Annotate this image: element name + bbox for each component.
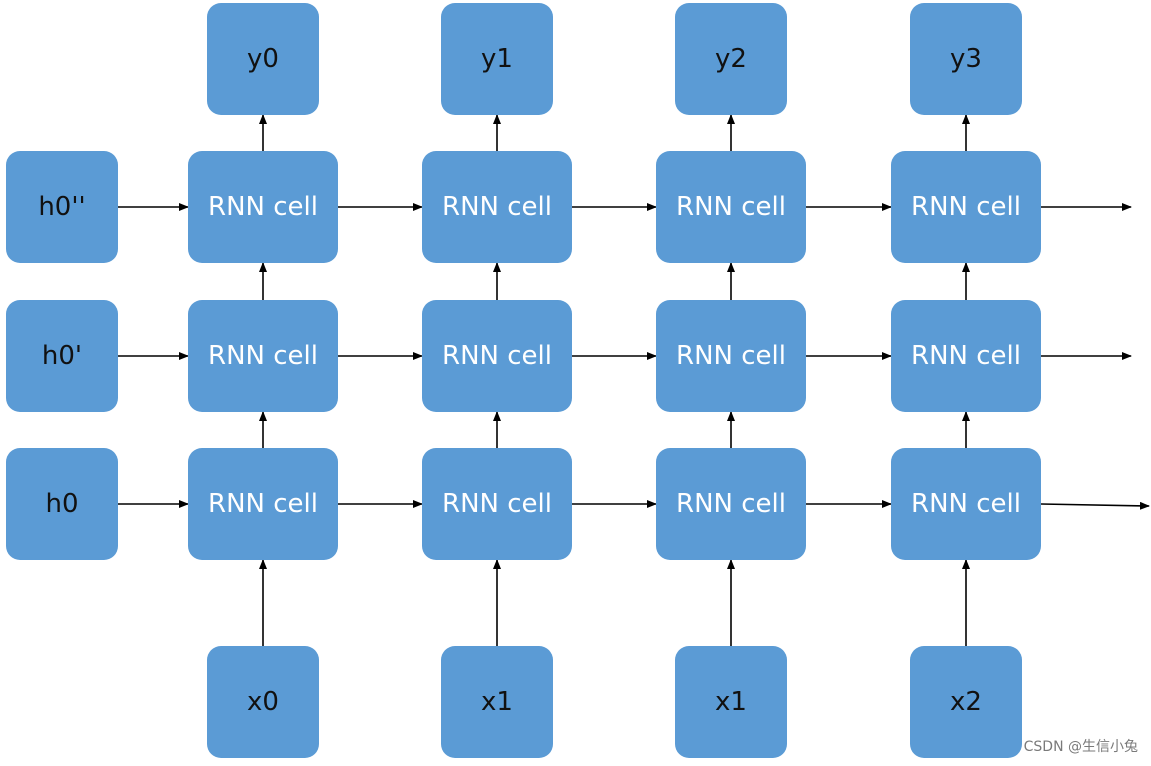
watermark: CSDN @生信小兔 xyxy=(1023,739,1138,755)
rnn-cell-l2-t0: RNN cell xyxy=(188,151,338,263)
rnn-cell-l0-t0-label: RNN cell xyxy=(208,489,318,519)
rnn-cell-l2-t1-label: RNN cell xyxy=(442,192,552,222)
initial-state-2-label: h0'' xyxy=(38,192,85,222)
rnn-cell-l0-t1-label: RNN cell xyxy=(442,489,552,519)
input-0: x0 xyxy=(207,646,319,758)
output-1-label: y1 xyxy=(481,44,513,74)
output-2-label: y2 xyxy=(715,44,747,74)
rnn-cell-l0-t1: RNN cell xyxy=(422,448,572,560)
initial-state-0: h0 xyxy=(6,448,118,560)
initial-state-1-label: h0' xyxy=(42,341,82,371)
rnn-cell-l1-t3-label: RNN cell xyxy=(911,341,1021,371)
input-3: x2 xyxy=(910,646,1022,758)
output-3: y3 xyxy=(910,3,1022,115)
rnn-cell-l0-t2-label: RNN cell xyxy=(676,489,786,519)
rnn-cell-l1-t2-label: RNN cell xyxy=(676,341,786,371)
initial-state-1: h0' xyxy=(6,300,118,412)
rnn-cell-l2-t2-label: RNN cell xyxy=(676,192,786,222)
initial-state-0-label: h0 xyxy=(45,489,78,519)
rnn-cell-l2-t3-label: RNN cell xyxy=(911,192,1021,222)
rnn-cell-l0-t3: RNN cell xyxy=(891,448,1041,560)
rnn-cell-l1-t2: RNN cell xyxy=(656,300,806,412)
input-3-label: x2 xyxy=(950,687,982,717)
output-1: y1 xyxy=(441,3,553,115)
input-1: x1 xyxy=(441,646,553,758)
rnn-cell-l2-t0-label: RNN cell xyxy=(208,192,318,222)
arrow-h-out-l0 xyxy=(1040,501,1150,510)
output-2: y2 xyxy=(675,3,787,115)
rnn-cell-l2-t1: RNN cell xyxy=(422,151,572,263)
output-0: y0 xyxy=(207,3,319,115)
output-0-label: y0 xyxy=(247,44,279,74)
rnn-cell-l0-t2: RNN cell xyxy=(656,448,806,560)
input-0-label: x0 xyxy=(247,687,279,717)
rnn-cell-l0-t0: RNN cell xyxy=(188,448,338,560)
rnn-cell-l1-t1-label: RNN cell xyxy=(442,341,552,371)
rnn-cell-l1-t3: RNN cell xyxy=(891,300,1041,412)
input-2-label: x1 xyxy=(715,687,747,717)
rnn-cell-l1-t1: RNN cell xyxy=(422,300,572,412)
output-3-label: y3 xyxy=(950,44,982,74)
rnn-cell-l2-t2: RNN cell xyxy=(656,151,806,263)
rnn-cell-l2-t3: RNN cell xyxy=(891,151,1041,263)
initial-state-2: h0'' xyxy=(6,151,118,263)
input-1-label: x1 xyxy=(481,687,513,717)
rnn-cell-l1-t0: RNN cell xyxy=(188,300,338,412)
input-2: x1 xyxy=(675,646,787,758)
rnn-cell-l0-t3-label: RNN cell xyxy=(911,489,1021,519)
rnn-cell-l1-t0-label: RNN cell xyxy=(208,341,318,371)
